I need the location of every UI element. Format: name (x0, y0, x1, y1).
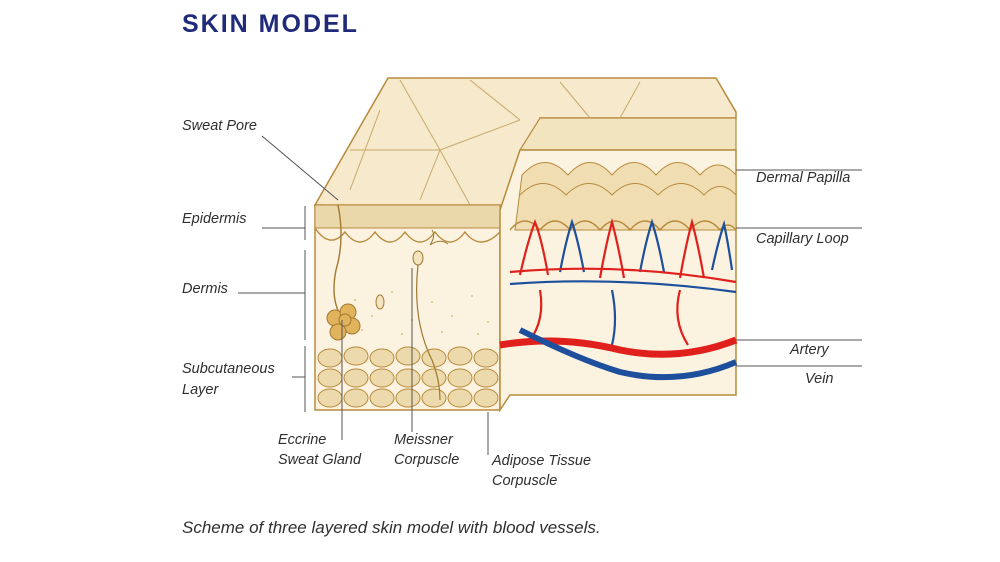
left-face (314, 204, 501, 411)
label-adipose-corpuscle: Corpuscle (492, 473, 558, 489)
artery-vessel (499, 336, 738, 358)
label-eccrine: Eccrine (278, 432, 327, 448)
label-sweat-pore: Sweat Pore (182, 118, 257, 134)
label-dermis: Dermis (182, 281, 228, 297)
label-capillary-loop: Capillary Loop (756, 231, 849, 247)
right-face (499, 149, 738, 413)
vein-vessel (518, 327, 738, 381)
label-artery: Artery (790, 342, 829, 358)
label-adipose-tissue: Adipose Tissue (492, 453, 592, 469)
label-meissner-corpuscle: Corpuscle (394, 452, 460, 468)
meissner-corpuscle (412, 250, 424, 266)
label-sweat-gland: Sweat Gland (278, 452, 362, 468)
label-epidermis: Epidermis (182, 211, 247, 227)
leader-lines (238, 135, 862, 455)
label-subcutaneous-layer: Layer (182, 382, 219, 398)
page-title: SKIN MODEL (182, 10, 359, 38)
figure-caption: Scheme of three layered skin model with … (182, 518, 601, 537)
label-dermal-papilla: Dermal Papilla (756, 170, 851, 186)
label-subcutaneous: Subcutaneous (182, 361, 275, 377)
adipose-corpuscle (375, 294, 385, 310)
label-meissner: Meissner (394, 432, 453, 448)
label-vein: Vein (805, 371, 834, 387)
